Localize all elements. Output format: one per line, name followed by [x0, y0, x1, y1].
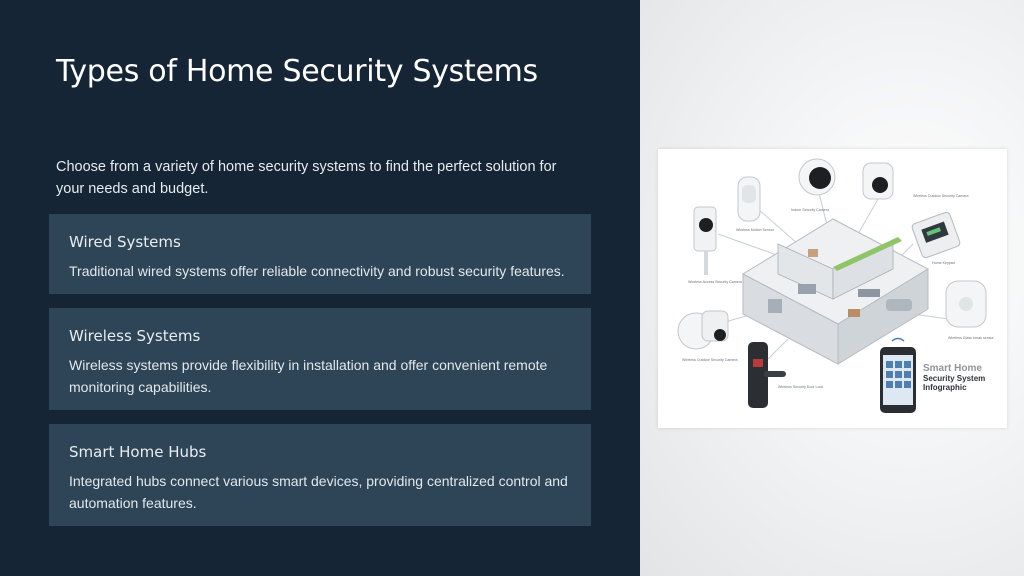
card-wireless-systems: Wireless Systems Wireless systems provid… [49, 308, 591, 410]
motion-sensor-icon [737, 176, 761, 222]
slide-title: Types of Home Security Systems [56, 54, 538, 89]
card-heading: Wireless Systems [69, 327, 201, 345]
keypad-icon [911, 211, 961, 259]
glass-break-sensor-icon [945, 280, 987, 328]
label-glass-sensor: Wireless Glass break sensor [948, 336, 995, 340]
indoor-camera-icon [798, 158, 836, 196]
card-text: Integrated hubs connect various smart de… [69, 473, 568, 511]
smartphone-icon [880, 337, 916, 413]
card-text: Wireless systems provide flexibility in … [69, 357, 548, 395]
label-outdoor-camera-left: Wireless Outdoor Security Camera [682, 358, 738, 362]
card-wired-systems: Wired Systems Traditional wired systems … [49, 214, 591, 294]
label-door-lock: Wireless Security Door Lock [778, 385, 823, 389]
door-lock-icon [748, 342, 786, 408]
slide-intro: Choose from a variety of home security s… [56, 159, 557, 197]
card-text: Traditional wired systems offer reliable… [69, 263, 565, 279]
access-camera-icon [693, 206, 717, 275]
security-infographic-image: Indoor Security Camera Wireless Motion S… [658, 149, 1007, 428]
infographic-title-line2: Security System [923, 374, 985, 383]
infographic-drawing: Indoor Security Camera Wireless Motion S… [677, 158, 995, 413]
label-home-keypad: Home Keypad [932, 261, 955, 265]
card-heading: Smart Home Hubs [69, 443, 207, 461]
label-outdoor-camera-top: Wireless Outdoor Security Camera [913, 194, 969, 198]
infographic-title-line1: Smart Home [923, 363, 982, 374]
outdoor-camera-icon [862, 162, 894, 200]
isometric-house [741, 218, 930, 365]
label-motion-sensor: Wireless Motion Sensor [736, 228, 775, 232]
card-smart-home-hubs: Smart Home Hubs Integrated hubs connect … [49, 424, 591, 526]
infographic-title-line3: Infographic [923, 383, 967, 392]
card-heading: Wired Systems [69, 233, 181, 251]
label-indoor-camera: Indoor Security Camera [791, 208, 829, 212]
label-access-camera: Wireless Access Security Camera [688, 280, 742, 284]
outdoor-camera-left-icon [677, 310, 729, 350]
